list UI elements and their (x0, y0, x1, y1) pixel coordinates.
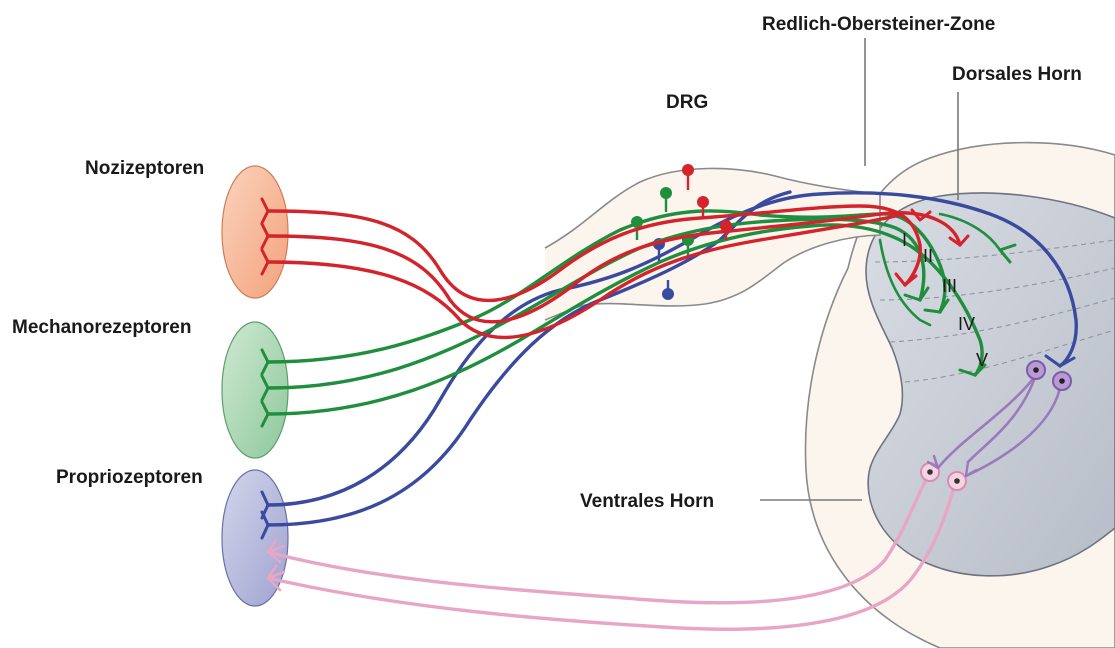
nociceptor-organ (222, 166, 288, 298)
drg-label: DRG (666, 92, 708, 113)
dorsal-horn-label: Dorsales Horn (952, 64, 1082, 85)
lamina-label-1: I (902, 230, 907, 250)
mechanoreceptors-label: Mechanorezeptoren (12, 317, 191, 338)
nociceptor-drg-soma (720, 220, 732, 232)
nociceptors-label: Nozizeptoren (85, 158, 204, 179)
proprioceptor-drg-soma (662, 288, 674, 300)
mechanoreceptor-organ (222, 322, 288, 458)
nociceptor-drg-soma (682, 164, 694, 176)
lamina-label-4: IV (958, 314, 975, 334)
lamina-label-3: III (942, 276, 957, 296)
nociceptor-drg-soma (697, 196, 709, 208)
grey-matter (866, 193, 1115, 576)
proprioceptors-label: Propriozeptoren (56, 467, 203, 488)
proprioceptor-organ (222, 470, 288, 606)
lamina-label-2: II (923, 246, 933, 266)
ventral-horn-label: Ventrales Horn (580, 491, 714, 512)
mechanoreceptor-drg-soma (660, 187, 672, 199)
redlich-zone-label: Redlich-Obersteiner-Zone (762, 14, 995, 35)
lamina-label-5: V (976, 350, 988, 370)
